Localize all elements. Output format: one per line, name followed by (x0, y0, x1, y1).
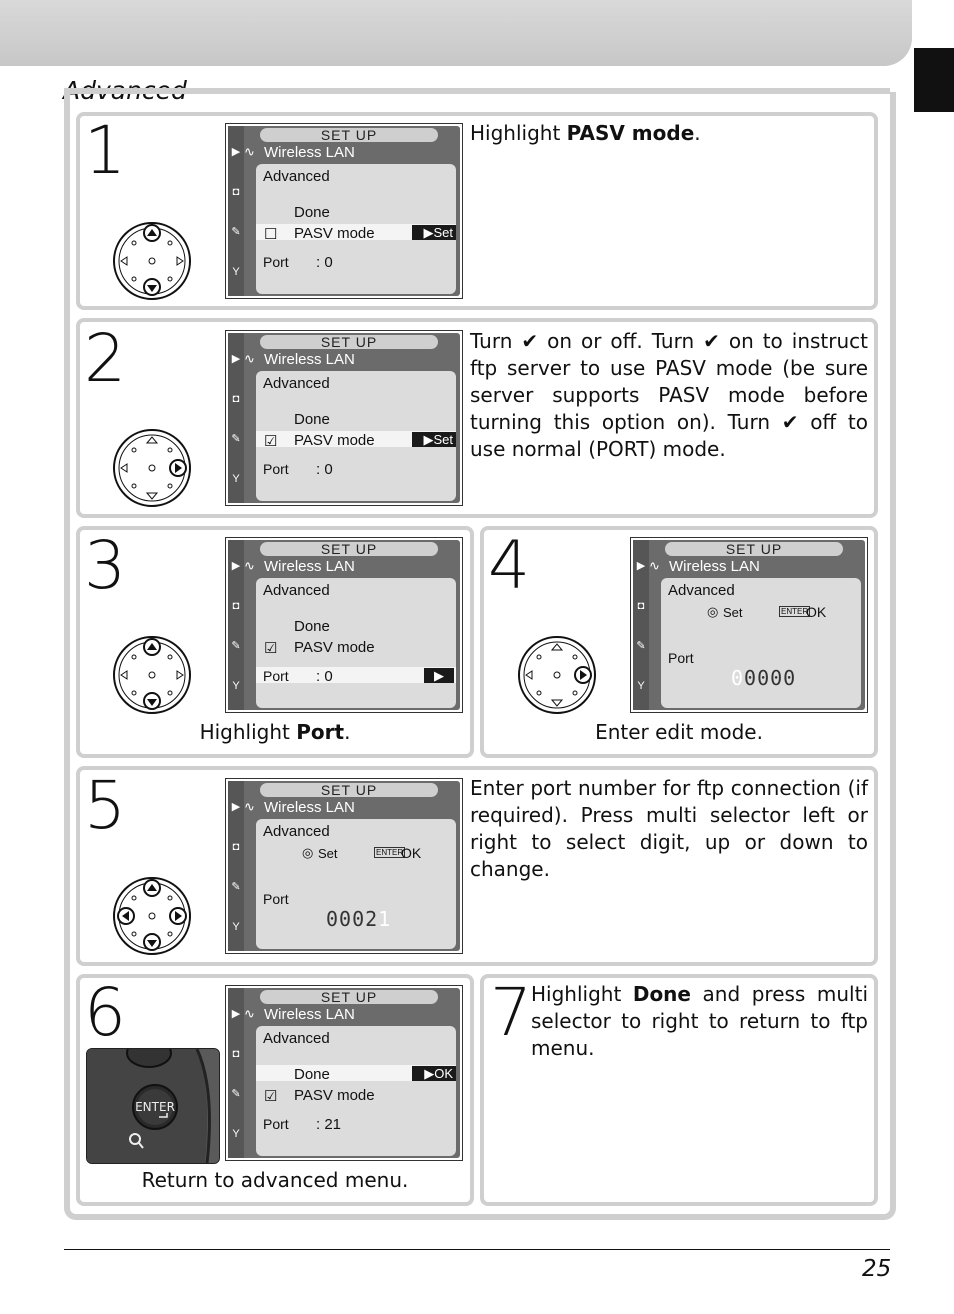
camera-icon: ◘ (637, 600, 645, 612)
wireless-icon: ∿ (244, 1006, 255, 1021)
camera-lcd: ▶ ◘ ✎ Y SET UP ∿ Wireless LAN Advanced D… (225, 537, 463, 713)
ok-prompt: ▶OK (412, 1066, 456, 1081)
pencil-icon: ✎ (231, 433, 241, 445)
steps-frame (64, 92, 896, 1220)
step-1-text: Highlight PASV mode. (470, 121, 701, 145)
multi-selector-all-directions-icon (113, 877, 191, 955)
camera-icon: ◘ (232, 600, 240, 612)
pencil-icon: ✎ (231, 226, 241, 238)
step-7-panel (480, 974, 878, 1206)
multi-selector-icon: ◎ (707, 604, 719, 619)
chapter-tab (914, 48, 954, 112)
enter-key-icon: ENTER (135, 1100, 175, 1114)
wireless-icon: ∿ (244, 558, 255, 573)
right-arrow-prompt: ▶ (424, 668, 454, 683)
step-5-text: Enter port number for ftp connection (if… (470, 776, 868, 881)
step-7-text: Highlight Done and press multi selector … (531, 982, 868, 1060)
camera-icon: ◘ (232, 186, 240, 198)
play-icon: ▶ (231, 801, 241, 813)
multi-selector-right-icon (113, 429, 191, 507)
play-icon: ▶ (231, 560, 241, 572)
step-number: 4 (488, 527, 530, 604)
multi-selector-right-icon (518, 636, 596, 714)
wrench-icon: Y (232, 1128, 240, 1140)
page-number: 25 (862, 1256, 892, 1282)
camera-lcd: ▶ ◘ ✎ Y SET UP ∿ Wireless LAN Advanced ◎… (630, 537, 868, 713)
checked-box-icon: ☑ (264, 1088, 278, 1105)
wrench-icon: Y (637, 680, 645, 692)
step-number: 6 (84, 974, 126, 1051)
wireless-icon: ∿ (649, 558, 660, 573)
enter-key-icon: ENTER (374, 847, 406, 858)
port-digits: 00000 (731, 666, 797, 690)
pencil-icon: ✎ (231, 1088, 241, 1100)
camera-icon: ◘ (232, 1048, 240, 1060)
checkbox-icon: ☐ (264, 226, 278, 243)
camera-lcd: ▶ ◘ ✎ Y SET UP ∿ Wireless LAN Advanced D… (225, 985, 463, 1161)
menu-title: Wireless LAN (264, 144, 355, 161)
wrench-icon: Y (232, 473, 240, 485)
step-1-panel (76, 112, 878, 310)
pencil-icon: ✎ (231, 640, 241, 652)
camera-icon: ◘ (232, 841, 240, 853)
wireless-icon: ∿ (244, 351, 255, 366)
wrench-icon: Y (232, 266, 240, 278)
camera-lcd: ▶ ◘ ✎ Y SET UP ∿ Wireless LAN Advanced D… (225, 123, 463, 299)
camera-icon: ◘ (232, 393, 240, 405)
step-number: 1 (84, 112, 126, 189)
checked-box-icon: ☑ (264, 433, 278, 450)
step-number: 3 (84, 527, 126, 604)
multi-selector-icon: ◎ (302, 845, 314, 860)
multi-selector-up-down-icon (113, 636, 191, 714)
wireless-icon: ∿ (244, 144, 255, 159)
step-3-caption: Highlight Port. (199, 720, 351, 744)
step-2-panel (76, 318, 878, 518)
wireless-icon: ∿ (244, 799, 255, 814)
step-number: 2 (84, 320, 126, 397)
step-5-panel (76, 766, 878, 966)
pencil-icon: ✎ (231, 881, 241, 893)
play-icon: ▶ (231, 1008, 241, 1020)
enter-key-icon: ENTER (779, 606, 811, 617)
wrench-icon: Y (232, 921, 240, 933)
step-number: 7 (490, 974, 532, 1051)
wrench-icon: Y (232, 680, 240, 692)
setup-tab: SET UP (260, 128, 438, 142)
camera-lcd: ▶ ◘ ✎ Y SET UP ∿ Wireless LAN Advanced ◎… (225, 778, 463, 954)
step-6-caption: Return to advanced menu. (141, 1168, 409, 1192)
step-2-text: Turn ✔ on or off. Turn ✔ on to instruct … (470, 329, 868, 461)
camera-enter-button-photo: ENTER (86, 1048, 220, 1164)
top-band (0, 0, 912, 66)
port-digits: 00021 (326, 907, 392, 931)
footer-rule (64, 1249, 890, 1250)
multi-selector-up-down-icon (113, 222, 191, 300)
step-number: 5 (84, 767, 126, 844)
checked-box-icon: ☑ (264, 640, 278, 657)
play-icon: ▶ (231, 353, 241, 365)
step-4-caption: Enter edit mode. (595, 720, 763, 744)
set-prompt: ▶Set (412, 432, 456, 447)
title-rule (240, 88, 890, 94)
play-icon: ▶ (231, 146, 241, 158)
set-prompt: ▶Set (412, 225, 456, 240)
play-icon: ▶ (636, 560, 646, 572)
pencil-icon: ✎ (636, 640, 646, 652)
camera-lcd: ▶ ◘ ✎ Y SET UP ∿ Wireless LAN Advanced D… (225, 330, 463, 506)
